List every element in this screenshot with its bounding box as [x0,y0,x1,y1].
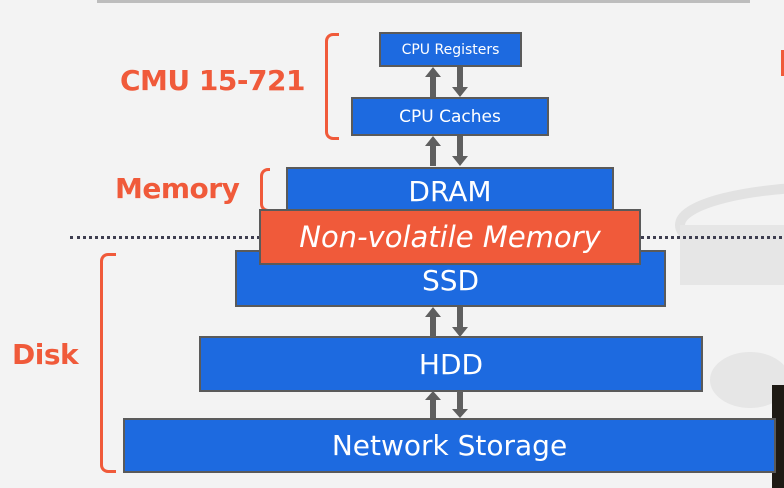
cpu-registers-label: CPU Registers [401,41,500,58]
arrow-pair-hdd-network-icon [425,391,468,418]
ssd-label: SSD [421,264,480,297]
cmu-brace [325,33,339,140]
transfer-arrows [425,67,468,418]
background-cylinder-decoration [675,183,784,408]
disk-brace [100,253,116,473]
hdd-label: HDD [418,347,484,381]
disk-label: Disk [12,338,79,371]
memory-label: Memory [115,172,240,205]
cmu-label: CMU 15-721 [120,64,305,97]
cpu-caches-label: CPU Caches [399,106,501,127]
dram-label: DRAM [408,175,492,208]
nvm-box: Non-volatile Memory [259,209,641,265]
nvm-label: Non-volatile Memory [299,220,601,254]
network-storage-label: Network Storage [331,429,568,462]
top-rule [97,0,750,3]
network-storage-box: Network Storage [123,418,776,473]
cpu-registers-box: CPU Registers [379,32,522,67]
memory-brace [260,168,270,212]
cpu-caches-box: CPU Caches [351,97,549,136]
arrow-pair-caches-dram-icon [425,136,468,166]
arrow-pair-registers-caches-icon [425,67,468,97]
red-edge-mark [781,50,784,76]
dram-box: DRAM [286,167,614,217]
arrow-pair-ssd-hdd-icon [425,307,468,337]
hdd-box: HDD [199,336,703,392]
